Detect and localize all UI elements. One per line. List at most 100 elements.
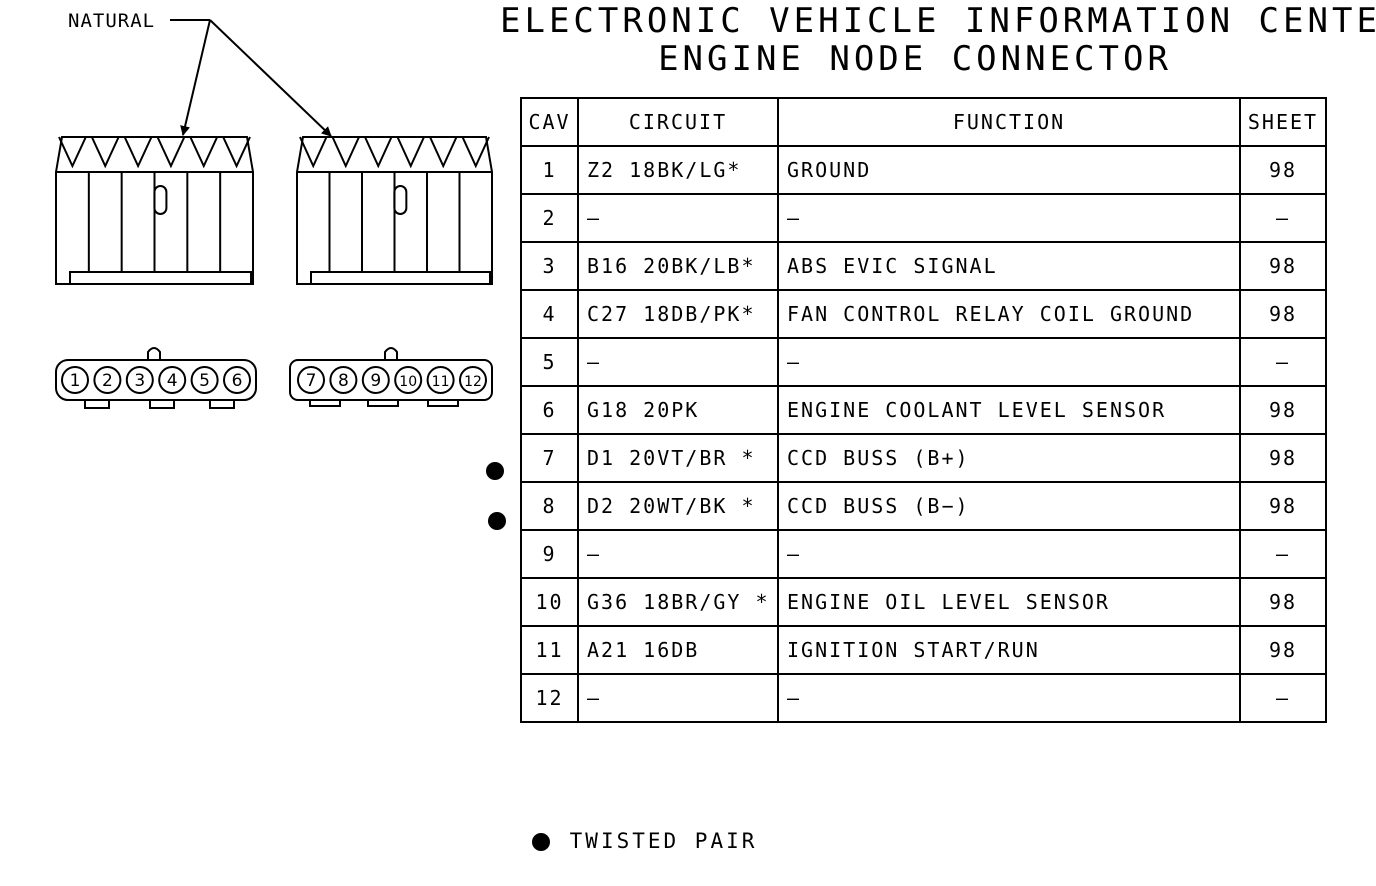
pin-9-label: 9 [370, 371, 381, 391]
diagram-title-line1: ELECTRONIC VEHICLE INFORMATION CENTER [500, 1, 1376, 41]
connector-face-right: 7 8 9 10 11 12 [289, 347, 493, 407]
pin-8-label: 8 [338, 371, 349, 391]
cell-circuit: Z2 18BK/LG* [577, 145, 779, 195]
cell-cav: 10 [520, 577, 579, 627]
table-row: 2——— [520, 193, 1327, 243]
cell-circuit: G36 18BR/GY * [577, 577, 779, 627]
twisted-pair-dot-icon [532, 833, 550, 851]
pin-10-label: 10 [399, 374, 417, 390]
cell-function: GROUND [777, 145, 1241, 195]
cell-function: ABS EVIC SIGNAL [777, 241, 1241, 291]
cell-sheet: 98 [1239, 145, 1327, 195]
cell-cav: 5 [520, 337, 579, 387]
cell-sheet: — [1239, 529, 1327, 579]
table-row: 5——— [520, 337, 1327, 387]
cell-circuit: — [577, 529, 779, 579]
diagram-title-line2: ENGINE NODE CONNECTOR [658, 39, 1172, 79]
pin-4-label: 4 [167, 371, 178, 391]
header-cav: CAV [520, 97, 579, 147]
pin-11-circle [426, 366, 455, 394]
cell-function: ENGINE OIL LEVEL SENSOR [777, 577, 1241, 627]
legend: TWISTED PAIR [532, 829, 757, 853]
pin-12-label: 12 [464, 374, 482, 390]
cell-function: FAN CONTROL RELAY COIL GROUND [777, 289, 1241, 339]
cell-sheet: 98 [1239, 289, 1327, 339]
pin-7-label: 7 [306, 371, 317, 391]
table-row: 9——— [520, 529, 1327, 579]
pin-6-label: 6 [232, 371, 243, 391]
twisted-pair-dot-icon [486, 462, 504, 480]
pin-11-label: 11 [432, 374, 450, 390]
pin-5-circle [190, 366, 219, 394]
header-circuit: CIRCUIT [577, 97, 779, 147]
pin-3-label: 3 [134, 371, 145, 391]
cell-function: IGNITION START/RUN [777, 625, 1241, 675]
pin-2-label: 2 [102, 371, 113, 391]
cell-sheet: 98 [1239, 577, 1327, 627]
cell-sheet: 98 [1239, 433, 1327, 483]
cell-circuit: D1 20VT/BR * [577, 433, 779, 483]
cell-cav: 9 [520, 529, 579, 579]
cell-function: — [777, 193, 1241, 243]
pin-9-circle [361, 366, 390, 394]
table-header-row: CAV CIRCUIT FUNCTION SHEET [520, 97, 1327, 147]
pin-5-label: 5 [199, 371, 210, 391]
cell-cav: 12 [520, 673, 579, 723]
cell-cav: 11 [520, 625, 579, 675]
cell-function: ENGINE COOLANT LEVEL SENSOR [777, 385, 1241, 435]
header-sheet: SHEET [1239, 97, 1327, 147]
cell-circuit: A21 16DB [577, 625, 779, 675]
pin-2-circle [93, 366, 122, 394]
pin-7-circle [297, 366, 325, 394]
cell-circuit: — [577, 193, 779, 243]
cell-function: CCD BUSS (B−) [777, 481, 1241, 531]
cell-function: — [777, 337, 1241, 387]
callout-arrow-right [209, 19, 332, 137]
cell-cav: 8 [520, 481, 579, 531]
cell-sheet: 98 [1239, 241, 1327, 291]
pin-1-circle [61, 366, 89, 394]
pin-1-label: 1 [70, 371, 81, 391]
cell-function: — [777, 529, 1241, 579]
connector-side-view-left [55, 136, 254, 285]
twisted-pair-dot-icon [488, 512, 506, 530]
pin-6-circle [223, 366, 251, 394]
cell-cav: 1 [520, 145, 579, 195]
cell-sheet: — [1239, 337, 1327, 387]
callout-label: NATURAL [68, 10, 155, 32]
cell-sheet: — [1239, 673, 1327, 723]
pin-8-circle [329, 366, 358, 394]
cell-circuit: B16 20BK/LB* [577, 241, 779, 291]
cell-function: CCD BUSS (B+) [777, 433, 1241, 483]
pin-4-circle [158, 366, 187, 394]
cell-sheet: 98 [1239, 481, 1327, 531]
callout-arrow-left [180, 19, 211, 136]
cell-sheet: 98 [1239, 385, 1327, 435]
header-function: FUNCTION [777, 97, 1241, 147]
cell-cav: 6 [520, 385, 579, 435]
cell-cav: 4 [520, 289, 579, 339]
table-row: 12——— [520, 673, 1327, 723]
legend-label: TWISTED PAIR [569, 829, 758, 853]
cell-circuit: — [577, 337, 779, 387]
cell-circuit: D2 20WT/BK * [577, 481, 779, 531]
cell-sheet: 98 [1239, 625, 1327, 675]
cell-sheet: — [1239, 193, 1327, 243]
cell-function: — [777, 673, 1241, 723]
cell-cav: 3 [520, 241, 579, 291]
pin-3-circle [125, 366, 154, 394]
pin-12-circle [459, 366, 487, 394]
cell-circuit: G18 20PK [577, 385, 779, 435]
connector-side-view-right [296, 136, 493, 285]
cell-circuit: C27 18DB/PK* [577, 289, 779, 339]
cell-cav: 2 [520, 193, 579, 243]
